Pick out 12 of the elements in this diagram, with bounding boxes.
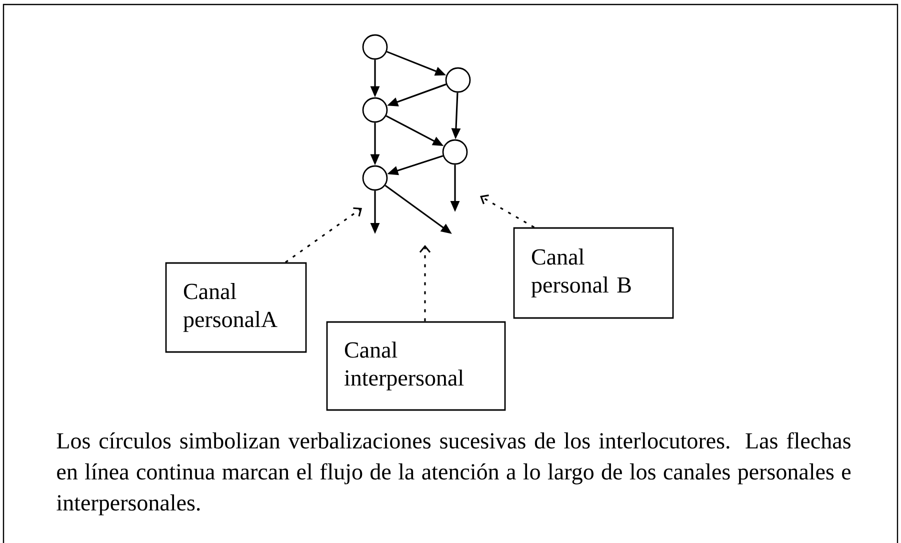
circle [362,34,388,60]
label-box: Canal personalA [165,262,307,353]
circle [442,139,468,165]
circle [362,165,388,191]
dotted-arrow [419,245,431,322]
dotted-arrow [480,194,535,228]
caption: Los círculos simbolizan verbalizaciones sucesivas de los interlocutores. Las flechas en línea continua marcan el flujo de la atención a lo largo de los canales personales e interpersonales. [56,432,851,516]
circle [362,97,388,123]
label-box: Canal personal B [513,227,674,319]
dotted-arrow [285,207,362,263]
circle [445,67,471,93]
label-box: Canal interpersonal [326,321,506,411]
